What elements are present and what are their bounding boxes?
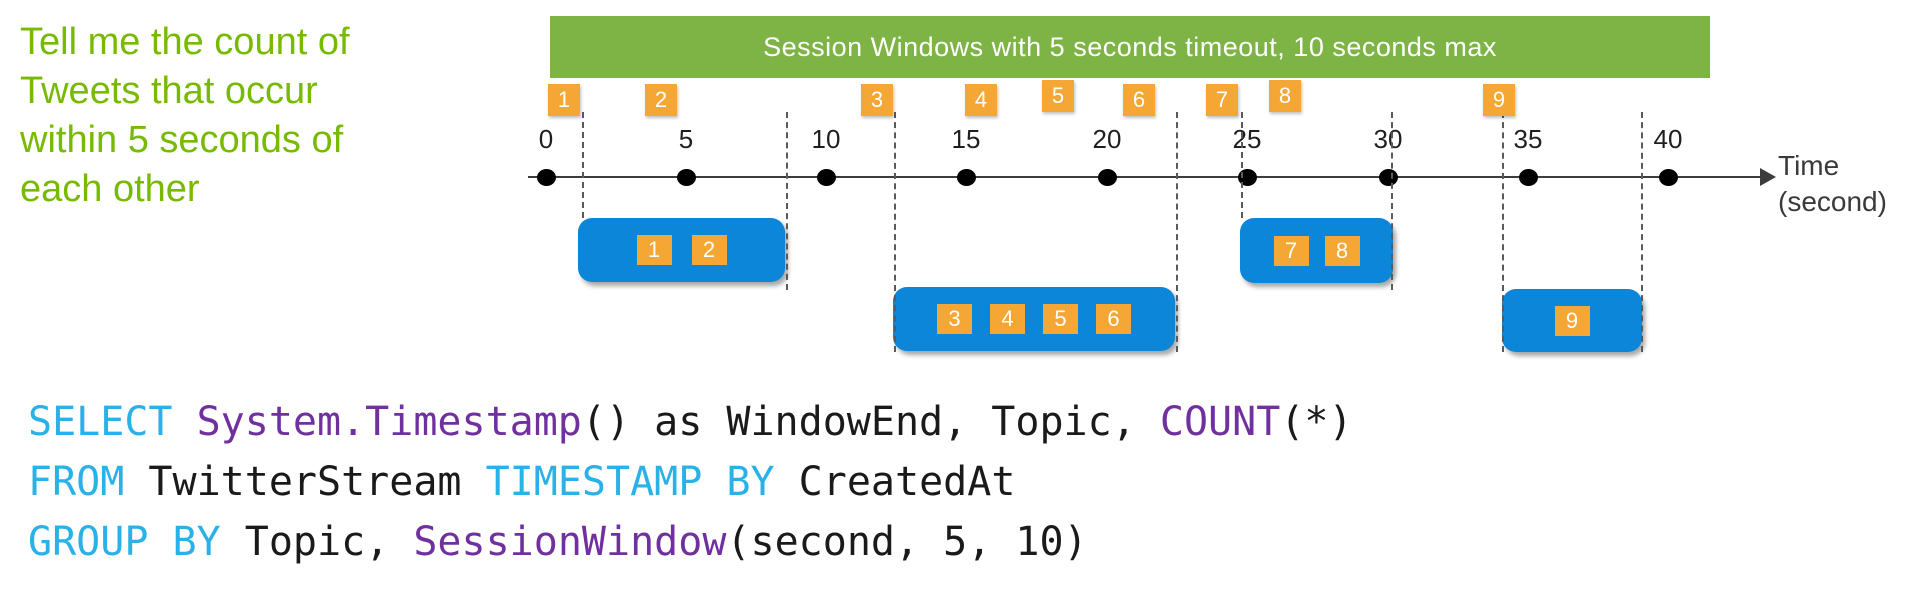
timeline-dot [1519,169,1538,186]
event-marker-9: 9 [1483,84,1515,116]
time-axis [528,176,1762,178]
window-event-chip: 9 [1554,305,1590,336]
prompt-line-3: within 5 seconds of [20,119,344,161]
axis-label-unit: (second) [1778,186,1887,217]
timeline-dot [957,169,976,186]
code-token: COUNT [1159,399,1281,445]
window4-end-boundary-line [1641,112,1643,352]
timeline-dot [1659,169,1678,186]
code-token: () as WindowEnd, Topic, [581,399,1160,445]
prompt-line-1: Tell me the count of [20,21,350,63]
event-marker-3: 3 [861,84,893,116]
axis-caption: Time (second) [1778,148,1887,220]
axis-label-time: Time [1778,150,1840,181]
timeline-dot [817,169,836,186]
code-token: SELECT [28,399,197,445]
window3-end-boundary-line [1391,112,1393,290]
code-token: FROM [28,459,149,505]
window2-end-boundary-line [1176,112,1178,352]
event-marker-4: 4 [965,84,997,116]
tick-label-30: 30 [1373,124,1403,154]
tick-label-40: 40 [1653,124,1683,154]
timeline-dot [677,169,696,186]
timeline-dot [537,169,556,186]
event-marker-1: 1 [548,84,580,116]
event-marker-5: 5 [1042,80,1074,112]
tick-label-20: 20 [1092,124,1122,154]
window-event-chip: 1 [636,235,672,265]
window2-start-boundary-line [894,112,896,352]
window-event-chip: 7 [1273,235,1309,266]
session-window-3: 7 8 [1240,218,1393,283]
window1-end-boundary-line [786,112,788,290]
event-marker-6: 6 [1123,84,1155,116]
tick-label-0: 0 [538,124,554,154]
axis-arrowhead-icon [1760,168,1776,186]
window3-start-boundary-line [1241,112,1243,218]
code-token: GROUP BY [28,519,245,565]
tick-label-15: 15 [951,124,981,154]
sql-line-3: GROUP BY Topic, SessionWindow(second, 5,… [28,512,1353,572]
prompt-line-4: each other [20,168,200,210]
event-marker-2: 2 [645,84,677,116]
code-token: System.Timestamp [196,399,582,445]
sql-line-1: SELECT System.Timestamp() as WindowEnd, … [28,392,1353,452]
session-window-1: 1 2 [578,218,785,282]
tick-label-5: 5 [678,124,694,154]
code-token: TwitterStream [148,459,486,505]
code-token: CreatedAt [798,459,1016,505]
code-token: Topic, [244,519,414,565]
prompt-text: Tell me the count of Tweets that occur w… [20,18,470,214]
window-event-chip: 4 [990,304,1025,334]
window-event-chip: 6 [1096,304,1131,334]
window1-start-boundary-line [582,112,584,218]
tick-label-10: 10 [811,124,841,154]
session-window-4: 9 [1502,289,1642,352]
window-event-chip: 3 [937,304,972,334]
window4-start-boundary-line [1502,112,1504,352]
sql-query: SELECT System.Timestamp() as WindowEnd, … [28,392,1353,572]
code-token: (*) [1280,399,1353,445]
window-event-chip: 2 [691,235,727,265]
tick-label-25: 25 [1232,124,1262,154]
prompt-line-2: Tweets that occur [20,70,318,112]
timeline-dot [1098,169,1117,186]
code-token: (second, 5, 10) [726,519,1088,565]
code-token: TIMESTAMP BY [485,459,799,505]
event-marker-8: 8 [1269,80,1301,112]
tick-label-35: 35 [1513,124,1543,154]
sql-line-2: FROM TwitterStream TIMESTAMP BY CreatedA… [28,452,1353,512]
event-marker-7: 7 [1206,84,1238,116]
window-event-chip: 5 [1043,304,1078,334]
session-windows-banner: Session Windows with 5 seconds timeout, … [550,16,1710,78]
code-token: SessionWindow [413,519,727,565]
session-window-2: 3 4 5 6 [893,287,1175,351]
banner-title: Session Windows with 5 seconds timeout, … [763,31,1497,62]
timeline-dot [1379,169,1398,186]
window-event-chip: 8 [1324,235,1360,266]
